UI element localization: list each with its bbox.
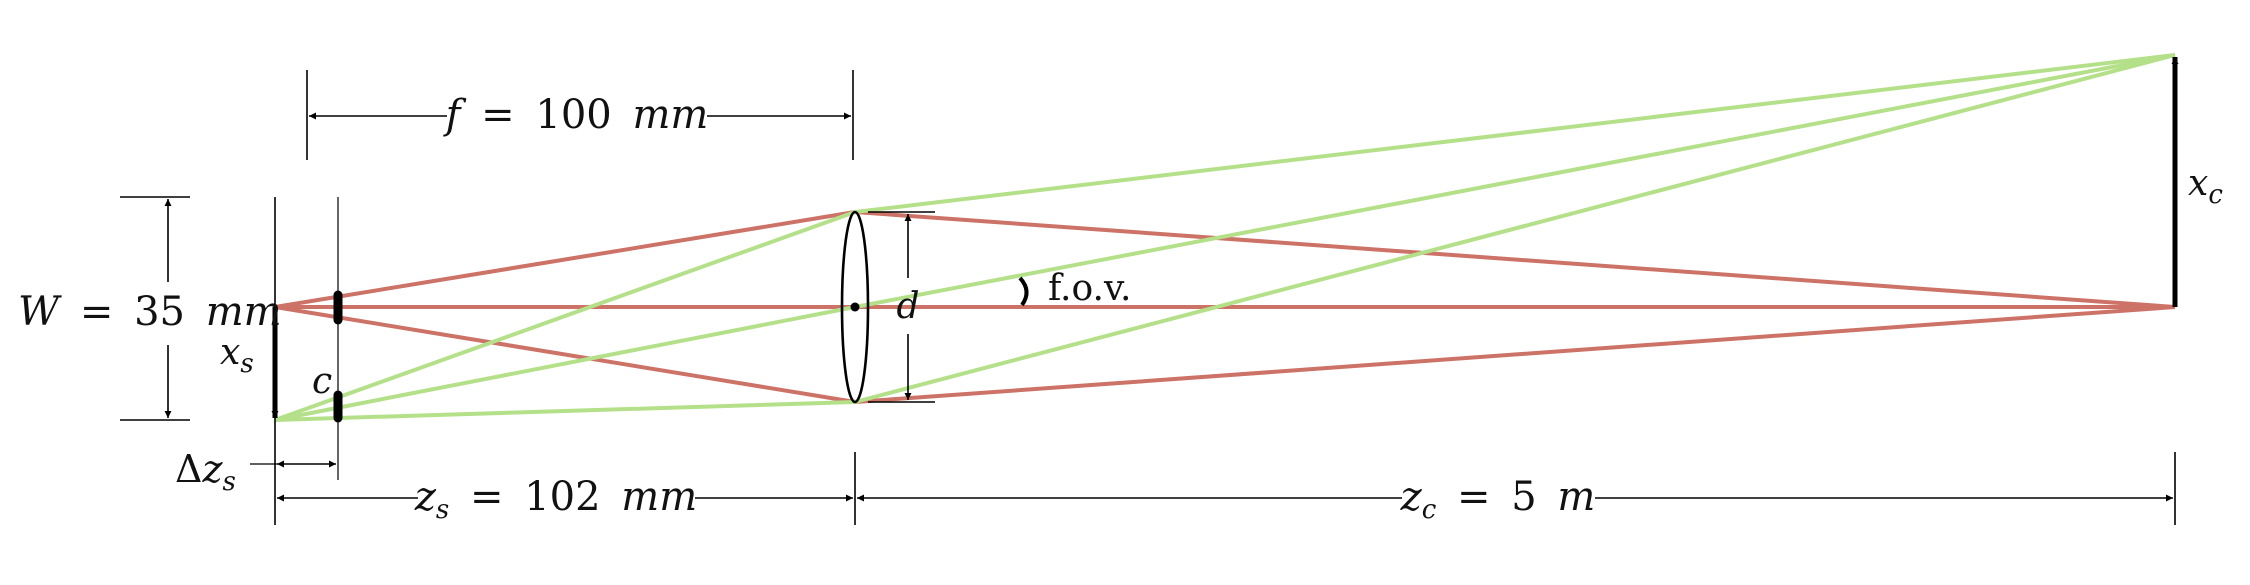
f-label: f = 100 mm — [443, 92, 709, 138]
red-ray-upper-right — [854, 210, 2176, 309]
green-ray-center — [854, 53, 2176, 309]
w-label: W = 35 mm — [18, 289, 282, 335]
green-ray-bundle — [274, 53, 2176, 422]
xs-label: xs — [220, 332, 254, 379]
d-label: d — [896, 286, 919, 327]
lens-center-dot — [850, 302, 860, 312]
green-ray-bottom — [854, 53, 2176, 404]
green-ray-top-left — [274, 210, 856, 422]
zs-label: zs = 102 mm — [414, 474, 697, 528]
red-ray-lower-left — [274, 305, 856, 404]
xc-label: xc — [2188, 163, 2223, 210]
fov-label: f.o.v. — [1048, 268, 1131, 309]
red-ray-upper-left — [274, 210, 856, 309]
green-ray-center-left — [274, 305, 856, 422]
fov-angle-arc — [1018, 276, 1029, 307]
green-ray-bottom-left — [274, 400, 856, 422]
zc-label: zc = 5 m — [1400, 474, 1596, 528]
lens — [840, 210, 870, 404]
red-ray-lower-right — [854, 305, 2176, 404]
red-ray-bundle — [274, 210, 2176, 404]
green-ray-top — [854, 53, 2176, 214]
dzs-label: Δzs — [175, 447, 236, 497]
c-label: c — [312, 361, 332, 402]
